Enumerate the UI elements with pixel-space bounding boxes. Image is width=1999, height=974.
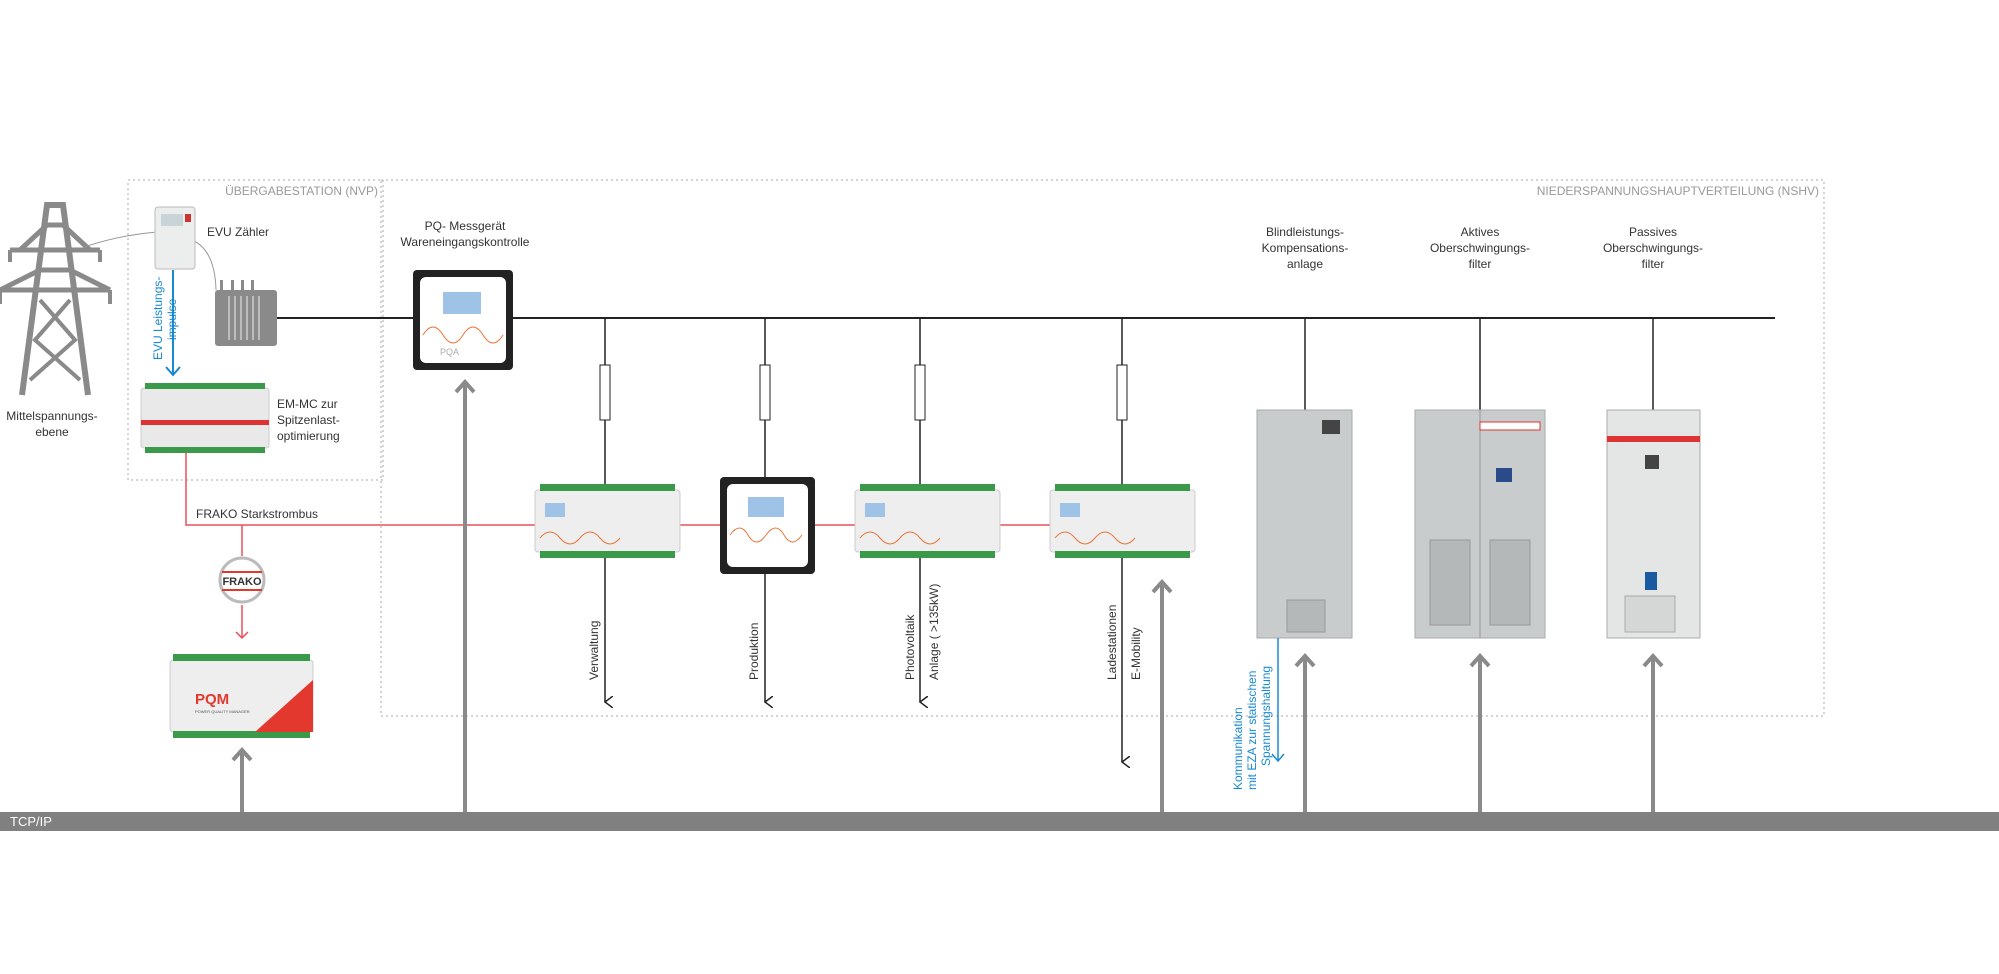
grid-label-line1: Mittelspannungs- bbox=[6, 409, 97, 423]
pq-meter-label-line1: PQ- Messgerät bbox=[425, 219, 506, 233]
pqm-name: PQM bbox=[195, 691, 229, 708]
transmission-tower-icon bbox=[0, 202, 112, 396]
nshv-section-title: NIEDERSPANNUNGSHAUPTVERTEILUNG (NSHV) bbox=[1537, 184, 1819, 198]
cabinet2-label-line2: Oberschwingungs- bbox=[1430, 241, 1530, 255]
pulse-label-line1: EVU Leistungs- bbox=[151, 277, 165, 360]
em-mc-label-line3: optimierung bbox=[277, 429, 340, 443]
pqa-panel-meter: PQA bbox=[413, 270, 513, 370]
pqa-din-device bbox=[854, 484, 1001, 558]
compensation-cabinet bbox=[1256, 409, 1353, 639]
em-mc-label-line1: EM-MC zur bbox=[277, 397, 338, 411]
frako-bus-label: FRAKO Starkstrombus bbox=[196, 507, 318, 521]
active-filter-cabinet bbox=[1414, 409, 1546, 639]
cabinet3-label-line1: Passives bbox=[1629, 225, 1677, 239]
branch-label-produktion: Produktion bbox=[747, 623, 761, 680]
branch-label-emobility: E-Mobility bbox=[1129, 627, 1143, 680]
cabinet1-label-line1: Blindleistungs- bbox=[1266, 225, 1344, 239]
branch-label-ladestationen: Ladestationen bbox=[1105, 605, 1119, 680]
pqm-subtitle: POWER QUALITY MANAGER bbox=[195, 709, 250, 714]
cabinet3-label-line2: Oberschwingungs- bbox=[1603, 241, 1703, 255]
pulse-arrowhead-icon bbox=[165, 366, 181, 377]
passive-filter-cabinet bbox=[1606, 409, 1701, 639]
pqm-device: PQM POWER QUALITY MANAGER bbox=[169, 654, 314, 738]
communication-label-line2: mit EZA zur statischen bbox=[1245, 671, 1259, 790]
tcpip-label: TCP/IP bbox=[10, 814, 52, 829]
pq-meter-label-line2: Wareneingangskontrolle bbox=[401, 235, 530, 249]
nvp-section-title: ÜBERGABESTATION (NVP) bbox=[225, 184, 378, 198]
pqa-din-device bbox=[534, 484, 681, 558]
fuse-icons bbox=[599, 364, 1128, 421]
evu-meter-label: EVU Zähler bbox=[207, 225, 269, 239]
communication-label-line3: Spannungshaltung bbox=[1259, 666, 1273, 766]
arrowhead-icon bbox=[235, 631, 249, 640]
branch-label-photovoltaik-line2: Anlage ( >135kW) bbox=[927, 584, 941, 680]
tcpip-uplinks bbox=[231, 379, 1664, 812]
branch-label-verwaltung: Verwaltung bbox=[587, 621, 601, 680]
cabinet2-label-line3: filter bbox=[1469, 257, 1492, 271]
em-mc-label-line2: Spitzenlast- bbox=[277, 413, 340, 427]
svg-text:PQA: PQA bbox=[440, 347, 459, 357]
tcpip-network-bar bbox=[0, 812, 1999, 831]
cabinet3-label-line3: filter bbox=[1642, 257, 1665, 271]
pqa-din-device bbox=[1049, 484, 1196, 558]
pqa-panel-device bbox=[720, 477, 815, 574]
arrowhead-icon bbox=[1271, 753, 1285, 763]
svg-text:FRAKO: FRAKO bbox=[222, 576, 262, 588]
cabinet2-label-line1: Aktives bbox=[1461, 225, 1500, 239]
em-mc-device bbox=[140, 383, 270, 453]
grid-label-line2: ebene bbox=[35, 425, 69, 439]
cabinet1-label-line3: anlage bbox=[1287, 257, 1323, 271]
communication-label-line1: Kommunikation bbox=[1231, 707, 1245, 790]
nshv-section-box bbox=[380, 179, 1825, 717]
branch-label-photovoltaik: Photovoltaik bbox=[903, 614, 917, 680]
cabinet1-label-line2: Kompensations- bbox=[1262, 241, 1349, 255]
nvp-section-box bbox=[127, 179, 384, 481]
frako-logo-icon: FRAKO bbox=[218, 556, 266, 604]
pulse-label-line2: impulse bbox=[165, 298, 179, 340]
cabinet-lines bbox=[1304, 318, 1654, 412]
meter-cable bbox=[191, 239, 217, 291]
transformer-icon bbox=[215, 280, 277, 346]
evu-meter-icon bbox=[154, 206, 196, 270]
grid-cable bbox=[83, 231, 158, 248]
